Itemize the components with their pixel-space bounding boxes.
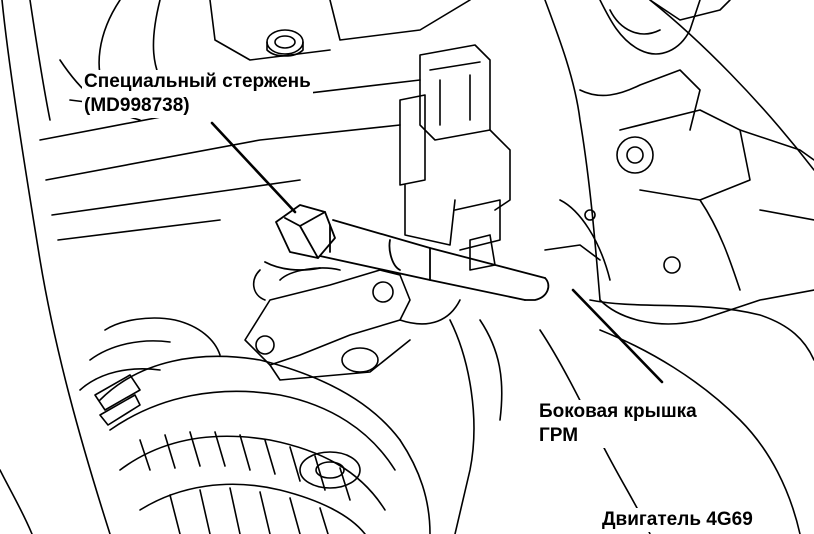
special-rod-label: Специальный стержень (MD998738)	[82, 70, 313, 118]
sensor-connector	[399, 44, 511, 271]
timing-cover-label-line1: Боковая крышка	[539, 401, 697, 422]
timing-cover-label: Боковая крышка ГРМ	[537, 400, 699, 448]
special-rod-label-line2: (MD998738)	[84, 95, 190, 116]
timing-cover-label-line2: ГРМ	[539, 425, 579, 446]
bolt-head	[266, 29, 304, 57]
leader-line-rod	[210, 121, 297, 214]
special-rod-label-line1: Специальный стержень	[84, 71, 311, 92]
fender-outline	[0, 0, 111, 534]
alternator	[79, 317, 431, 534]
leader-lines	[210, 121, 664, 384]
engine-model-text: Двигатель 4G69	[602, 509, 753, 530]
special-rod-tool	[264, 204, 550, 301]
tensioner-bracket	[244, 267, 461, 381]
engine-model-label: Двигатель 4G69	[600, 508, 755, 532]
engine-mount-bracket	[544, 0, 814, 325]
leader-line-cover	[571, 288, 664, 384]
